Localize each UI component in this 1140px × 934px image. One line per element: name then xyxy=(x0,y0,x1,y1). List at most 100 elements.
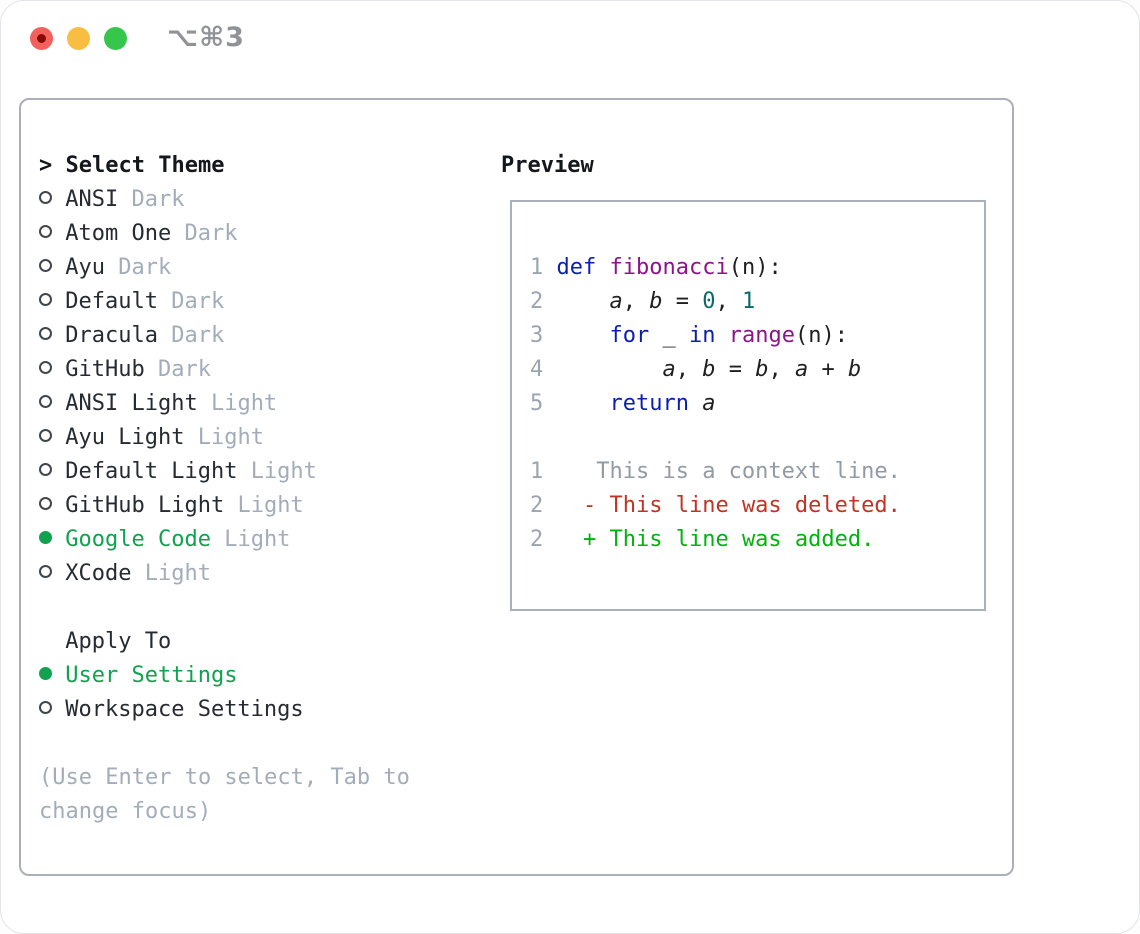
radio-icon xyxy=(39,293,52,306)
line-number: 3 xyxy=(530,323,544,348)
close-button[interactable] xyxy=(30,27,53,50)
apply-to-header: Apply To xyxy=(39,625,410,659)
theme-option-ayu-light[interactable]: Ayu Light Light xyxy=(39,421,410,455)
apply-option-user-settings[interactable]: User Settings xyxy=(39,659,410,693)
radio-icon xyxy=(39,701,52,714)
theme-option-ansi[interactable]: ANSI Dark xyxy=(39,183,410,217)
code-token: , xyxy=(768,357,795,382)
code-token: , xyxy=(675,357,703,382)
code-token xyxy=(689,391,702,416)
theme-option-default[interactable]: Default Dark xyxy=(39,285,410,319)
prompt-icon: > xyxy=(39,153,53,178)
line-number: 5 xyxy=(530,391,544,416)
theme-option-variant: Dark xyxy=(184,221,238,246)
radio-icon xyxy=(39,259,52,272)
theme-option-variant: Dark xyxy=(131,187,185,212)
theme-option-github-light[interactable]: GitHub Light Light xyxy=(39,489,410,523)
theme-option-default-light[interactable]: Default Light Light xyxy=(39,455,410,489)
radio-icon xyxy=(39,327,52,340)
diff-line-added: 2 + This line was added. xyxy=(530,523,901,557)
radio-icon xyxy=(39,497,52,510)
radio-icon xyxy=(39,225,52,238)
theme-option-name: GitHub Light xyxy=(65,493,225,518)
code-token: a xyxy=(794,357,809,382)
radio-selected-icon xyxy=(39,667,52,680)
apply-option-workspace-settings[interactable]: Workspace Settings xyxy=(39,693,410,727)
code-token: a xyxy=(662,357,676,382)
apply-option-name: User Settings xyxy=(65,663,238,688)
code-token xyxy=(543,493,583,518)
code-line: 2 a, b = 0, 1 xyxy=(530,285,901,319)
line-number xyxy=(530,425,543,450)
theme-option-name: Google Code xyxy=(65,527,211,552)
code-token xyxy=(715,323,728,348)
code-token: 0 xyxy=(702,289,716,314)
theme-option-variant: Light xyxy=(197,425,264,450)
close-dot-icon xyxy=(37,34,46,43)
code-token: 1 xyxy=(741,289,756,314)
line-number: 2 xyxy=(530,493,544,518)
theme-option-ansi-light[interactable]: ANSI Light Light xyxy=(39,387,410,421)
code-token: def xyxy=(556,255,597,280)
theme-option-variant: Dark xyxy=(157,357,211,382)
theme-option-atom-one[interactable]: Atom One Dark xyxy=(39,217,410,251)
line-number: 1 xyxy=(530,255,544,280)
theme-option-name: Ayu Light xyxy=(65,425,185,450)
radio-icon xyxy=(39,565,52,578)
minimize-button[interactable] xyxy=(67,27,90,50)
theme-option-name: GitHub xyxy=(65,357,145,382)
code-token: b xyxy=(755,357,769,382)
code-token: + This line was added. xyxy=(583,527,875,552)
theme-option-google-code[interactable]: Google Code Light xyxy=(39,523,410,557)
spacer xyxy=(39,727,410,761)
code-token: a xyxy=(702,391,716,416)
theme-option-variant: Light xyxy=(237,493,304,518)
theme-picker-panel: > Select Theme ANSI Dark Atom One Dark A… xyxy=(19,98,1014,876)
blank-line xyxy=(530,421,901,455)
theme-option-variant: Light xyxy=(250,459,317,484)
theme-option-xcode[interactable]: XCode Light xyxy=(39,557,410,591)
line-number: 1 xyxy=(530,459,544,484)
radio-icon xyxy=(39,191,52,204)
code-token xyxy=(596,255,609,280)
radio-icon xyxy=(39,395,52,408)
theme-option-variant: Light xyxy=(210,391,278,416)
code-token: + xyxy=(808,357,848,382)
theme-option-variant: Dark xyxy=(171,289,225,314)
zoom-button[interactable] xyxy=(104,27,127,50)
code-token: (n): xyxy=(794,323,848,348)
theme-option-name: Atom One xyxy=(65,221,172,246)
theme-option-name: Dracula xyxy=(65,323,158,348)
window-title: ⌥⌘3 xyxy=(167,22,245,53)
theme-list: ANSI Dark Atom One Dark Ayu Dark Default… xyxy=(39,183,410,591)
code-token: = xyxy=(715,357,756,382)
theme-picker: > Select Theme ANSI Dark Atom One Dark A… xyxy=(39,149,410,829)
code-token xyxy=(543,391,609,416)
select-theme-header: > Select Theme xyxy=(39,149,410,183)
theme-option-github[interactable]: GitHub Dark xyxy=(39,353,410,387)
apply-options: User Settings Workspace Settings xyxy=(39,659,410,727)
theme-option-variant: Light xyxy=(144,561,211,586)
line-number: 2 xyxy=(530,289,544,314)
code-token: This is a context line. xyxy=(543,459,901,484)
line-number: 4 xyxy=(530,357,544,382)
theme-option-name: XCode xyxy=(65,561,132,586)
apply-to-label: Apply To xyxy=(65,629,172,654)
theme-option-name: Default xyxy=(65,289,158,314)
code-token: return xyxy=(609,391,689,416)
code-token: - This line was deleted. xyxy=(583,493,901,518)
code-token xyxy=(543,323,609,348)
code-token xyxy=(543,255,556,280)
line-number: 2 xyxy=(530,527,544,552)
apply-option-name: Workspace Settings xyxy=(65,697,304,722)
code-token: , xyxy=(715,289,742,314)
theme-option-name: Default Light xyxy=(65,459,238,484)
theme-option-ayu[interactable]: Ayu Dark xyxy=(39,251,410,285)
radio-selected-icon xyxy=(39,531,52,544)
code-token: fibonacci xyxy=(609,255,729,280)
hint-line: (Use Enter to select, Tab to xyxy=(39,765,410,790)
theme-option-dracula[interactable]: Dracula Dark xyxy=(39,319,410,353)
code-token: for xyxy=(609,323,650,348)
